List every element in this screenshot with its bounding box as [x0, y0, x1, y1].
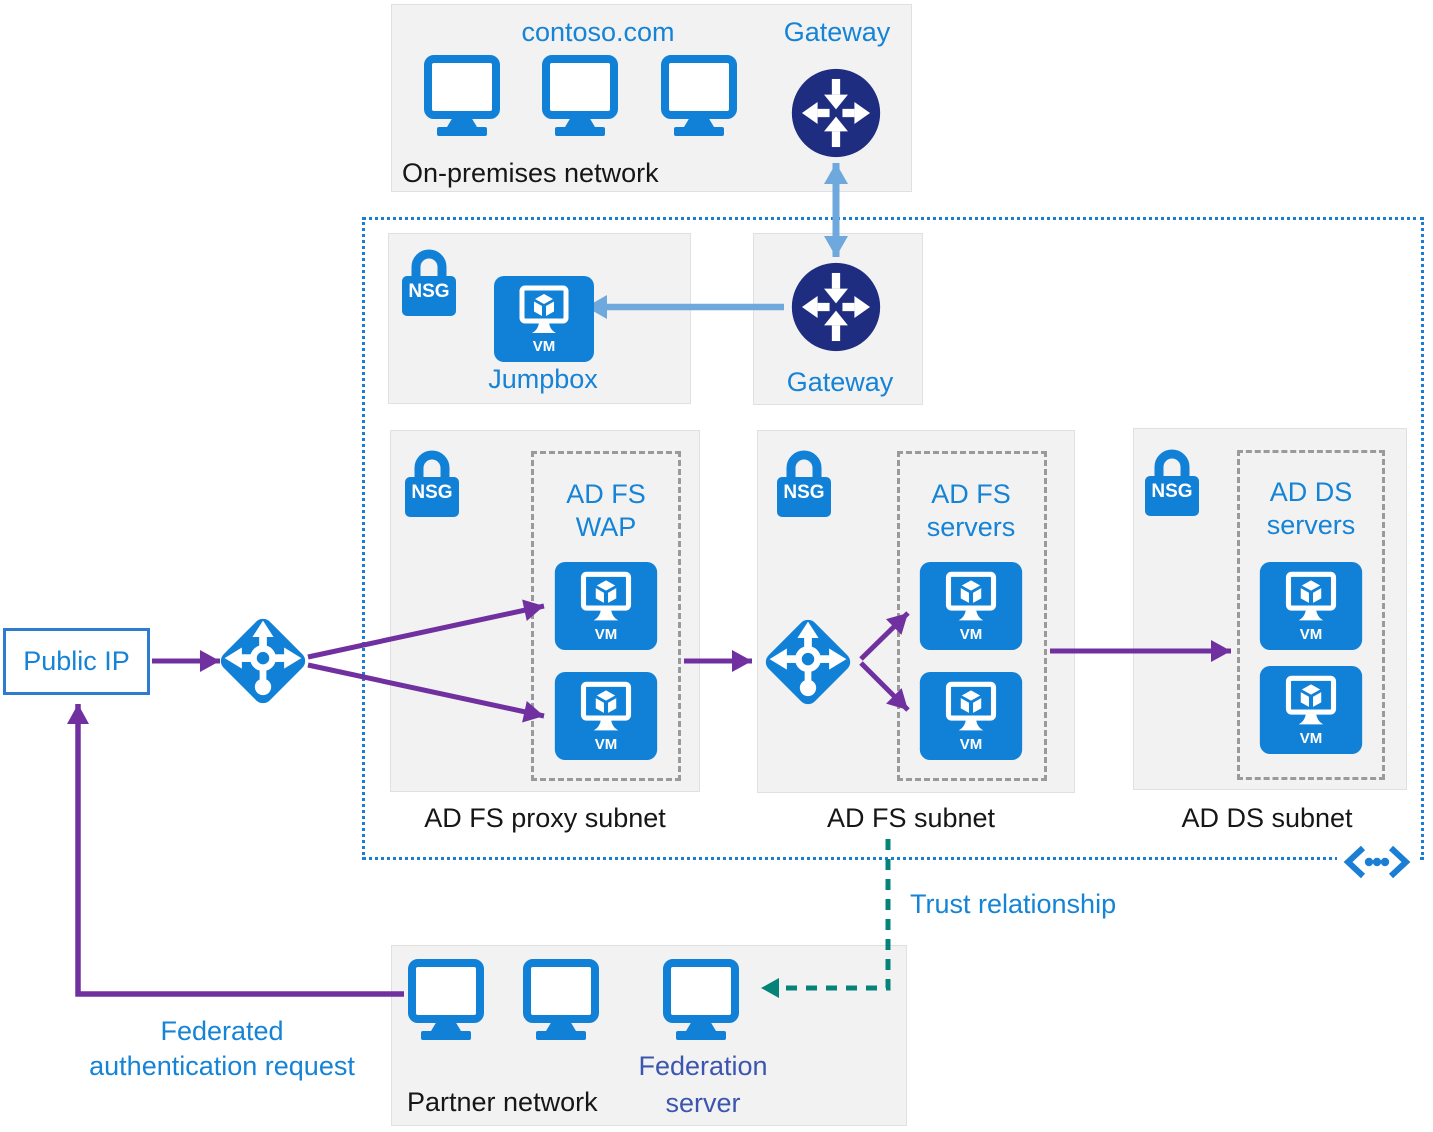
adds-servers-label: AD DS servers [1266, 477, 1356, 540]
vm-icon: VM [553, 672, 659, 760]
monitor-icon [663, 959, 739, 1043]
adds-servers-group [1237, 450, 1385, 780]
adfs-wap-label: AD FS WAP [566, 479, 646, 542]
nsg-label: NSG [783, 482, 825, 503]
adfs-servers-label: AD FS servers [926, 479, 1016, 542]
partner-network-caption: Partner network [407, 1087, 598, 1117]
federation-server-label: Federation server [638, 1051, 768, 1118]
monitor-icon [542, 55, 618, 139]
adds-subnet-label: AD DS subnet [1181, 803, 1353, 833]
virtual-network-icon [1337, 842, 1417, 882]
load-balancer-icon [760, 614, 856, 710]
gateway-top-label: Gateway [783, 17, 891, 47]
gateway-label: Gateway [786, 367, 894, 397]
trust-relationship-label: Trust relationship [910, 889, 1117, 919]
vm-label: VM [532, 338, 556, 355]
load-balancer-icon [215, 613, 311, 709]
monitor-icon [661, 55, 737, 139]
gateway-icon [790, 261, 882, 353]
vm-label: VM [1299, 730, 1323, 747]
federated-auth-request-label: Federated authentication request [89, 1016, 355, 1081]
vm-icon: VM [494, 276, 594, 362]
vm-icon: VM [1258, 562, 1364, 650]
onprem-caption: On-premises network [402, 158, 659, 188]
public-ip-box: Public IP [3, 628, 150, 695]
nsg-icon: NSG [400, 248, 458, 318]
vnet-dotted-border [362, 217, 1424, 860]
monitor-icon [523, 959, 599, 1043]
vm-label: VM [594, 736, 618, 753]
vm-label: VM [594, 626, 618, 643]
gateway-icon [790, 67, 882, 159]
vm-icon: VM [553, 562, 659, 650]
adfs-subnet-label: AD FS subnet [826, 803, 996, 833]
vm-label: VM [959, 626, 983, 643]
adfs-proxy-subnet-label: AD FS proxy subnet [424, 803, 666, 833]
nsg-icon: NSG [775, 449, 833, 519]
nsg-icon: NSG [1143, 448, 1201, 518]
vm-icon: VM [918, 672, 1024, 760]
nsg-label: NSG [411, 482, 453, 503]
vm-icon: VM [1258, 666, 1364, 754]
jumpbox-label: Jumpbox [488, 364, 598, 394]
arrow-partner-to-publicip [67, 704, 404, 997]
monitor-icon [424, 55, 500, 139]
nsg-label: NSG [1151, 481, 1193, 502]
monitor-icon [408, 959, 484, 1043]
vm-icon: VM [918, 562, 1024, 650]
vm-label: VM [1299, 626, 1323, 643]
nsg-label: NSG [408, 281, 450, 302]
public-ip-label: Public IP [23, 646, 130, 676]
vm-label: VM [959, 736, 983, 753]
nsg-icon: NSG [403, 449, 461, 519]
contoso-domain-label: contoso.com [521, 17, 675, 47]
